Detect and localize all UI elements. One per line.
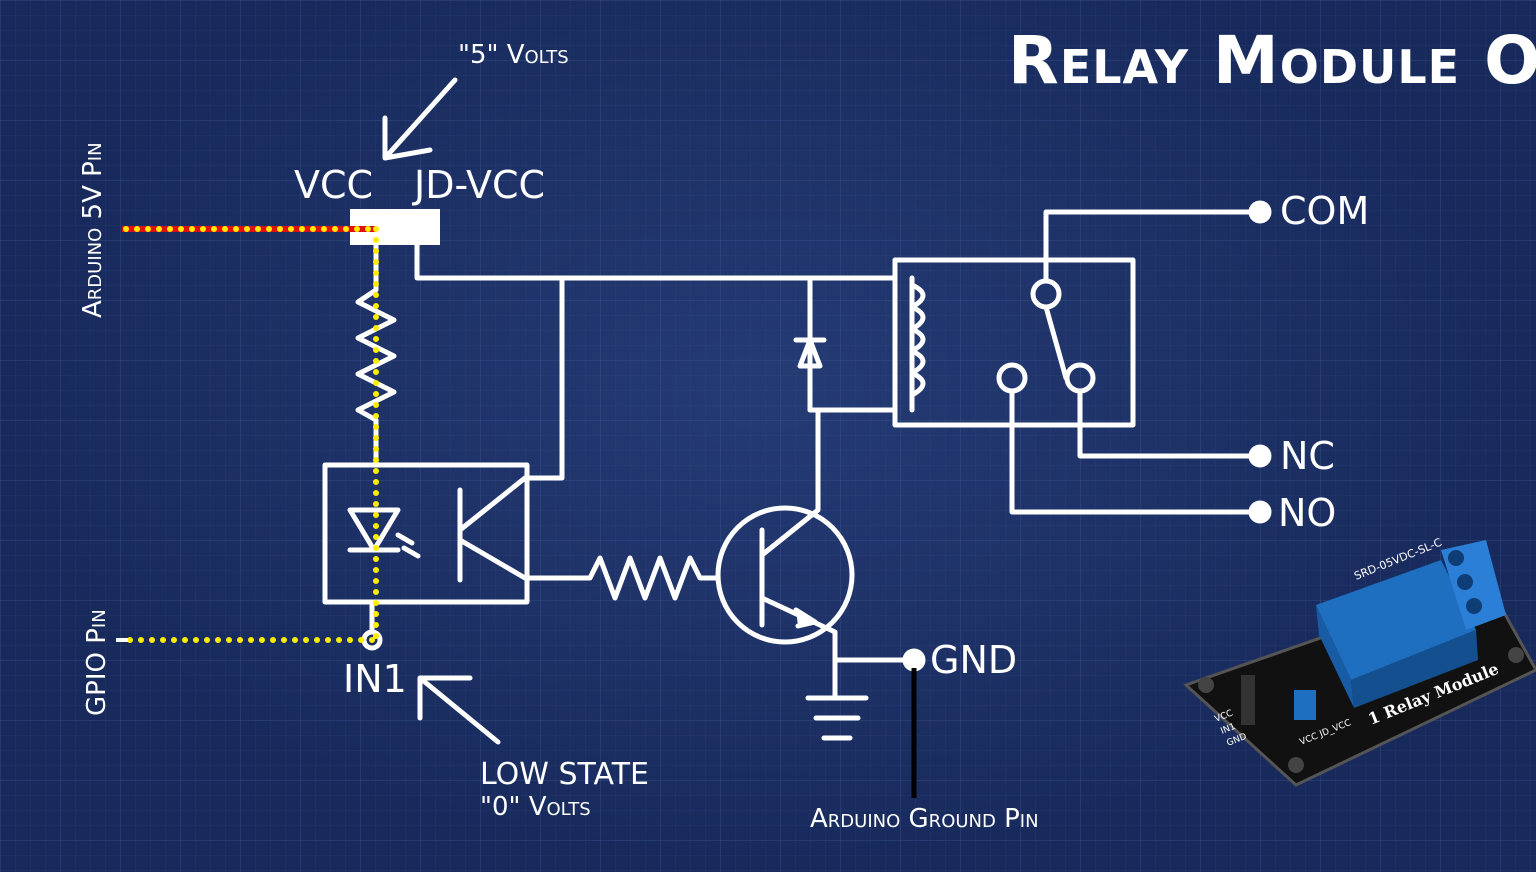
- relay-module-photo: SRD-05VDC-SL-C 1 Relay Module VCC IN1 GN…: [1183, 536, 1536, 787]
- com-label: COM: [1280, 189, 1370, 233]
- diode-symbol: [793, 337, 827, 369]
- com-terminal: [1248, 200, 1272, 224]
- no-label: NO: [1278, 491, 1337, 535]
- ground-symbol: [805, 657, 869, 741]
- gnd-label: GND: [930, 638, 1018, 682]
- emitter-arrow: [793, 607, 818, 629]
- relay-cube-front: [1351, 630, 1478, 708]
- no-wire: [1009, 388, 1261, 515]
- pcb-mount-hole: [1198, 677, 1214, 693]
- low-state-arrow: [417, 675, 501, 745]
- jd-vcc-rail: [414, 242, 898, 281]
- five-volts-arrow: [382, 77, 458, 161]
- transistor-body: [715, 505, 855, 645]
- gpio-pin-label: GPIO Pin: [82, 609, 112, 716]
- nc-wire: [1077, 388, 1261, 459]
- relay-com-contact: [1030, 278, 1062, 310]
- diagram-title: Relay Module One: [1008, 22, 1536, 99]
- nc-label: NC: [1280, 434, 1335, 478]
- opto-light-arrows: [395, 532, 421, 559]
- zero-volts-label: "0" Volts: [480, 792, 591, 822]
- terminal-screw: [1466, 598, 1482, 614]
- com-wire: [1043, 209, 1261, 284]
- optocoupler-box: [322, 462, 530, 605]
- gnd-terminal: [902, 648, 926, 672]
- jd-vcc-label: JD-VCC: [414, 163, 546, 207]
- five-volts-label: "5" Volts: [458, 40, 569, 70]
- pcb-mount-hole: [1288, 757, 1304, 773]
- relay-cube: [1316, 560, 1476, 680]
- relay-cube-side: [1316, 605, 1354, 708]
- jumper-cap: [1294, 690, 1316, 720]
- transistor-collector: [759, 407, 821, 558]
- no-terminal: [1248, 500, 1272, 524]
- relay-switch-arm: [1043, 304, 1069, 381]
- vcc-label: VCC: [294, 163, 374, 207]
- signal-path-dots: [117, 226, 379, 643]
- pcb-mount-hole: [1508, 647, 1524, 663]
- pin-header: [1241, 675, 1255, 725]
- low-state-label: LOW STATE: [480, 757, 649, 792]
- terminal-screw: [1448, 550, 1464, 566]
- arduino-5v-pin-label: Arduino 5V Pin: [78, 142, 108, 318]
- rail-drop-to-optocoupler: [525, 275, 565, 481]
- terminal-screw: [1457, 574, 1473, 590]
- relay-nc-contact: [1064, 362, 1096, 394]
- base-resistor: [524, 555, 721, 601]
- in1-label: IN1: [343, 657, 407, 701]
- transistor-emitter: [759, 595, 838, 663]
- arduino-ground-pin-label: Arduino Ground Pin: [810, 804, 1039, 834]
- opto-phototransistor: [457, 475, 528, 583]
- pullup-resistor: [355, 242, 397, 468]
- nc-terminal: [1248, 444, 1272, 468]
- relay-no-contact: [996, 362, 1028, 394]
- relay-coil: [909, 282, 926, 398]
